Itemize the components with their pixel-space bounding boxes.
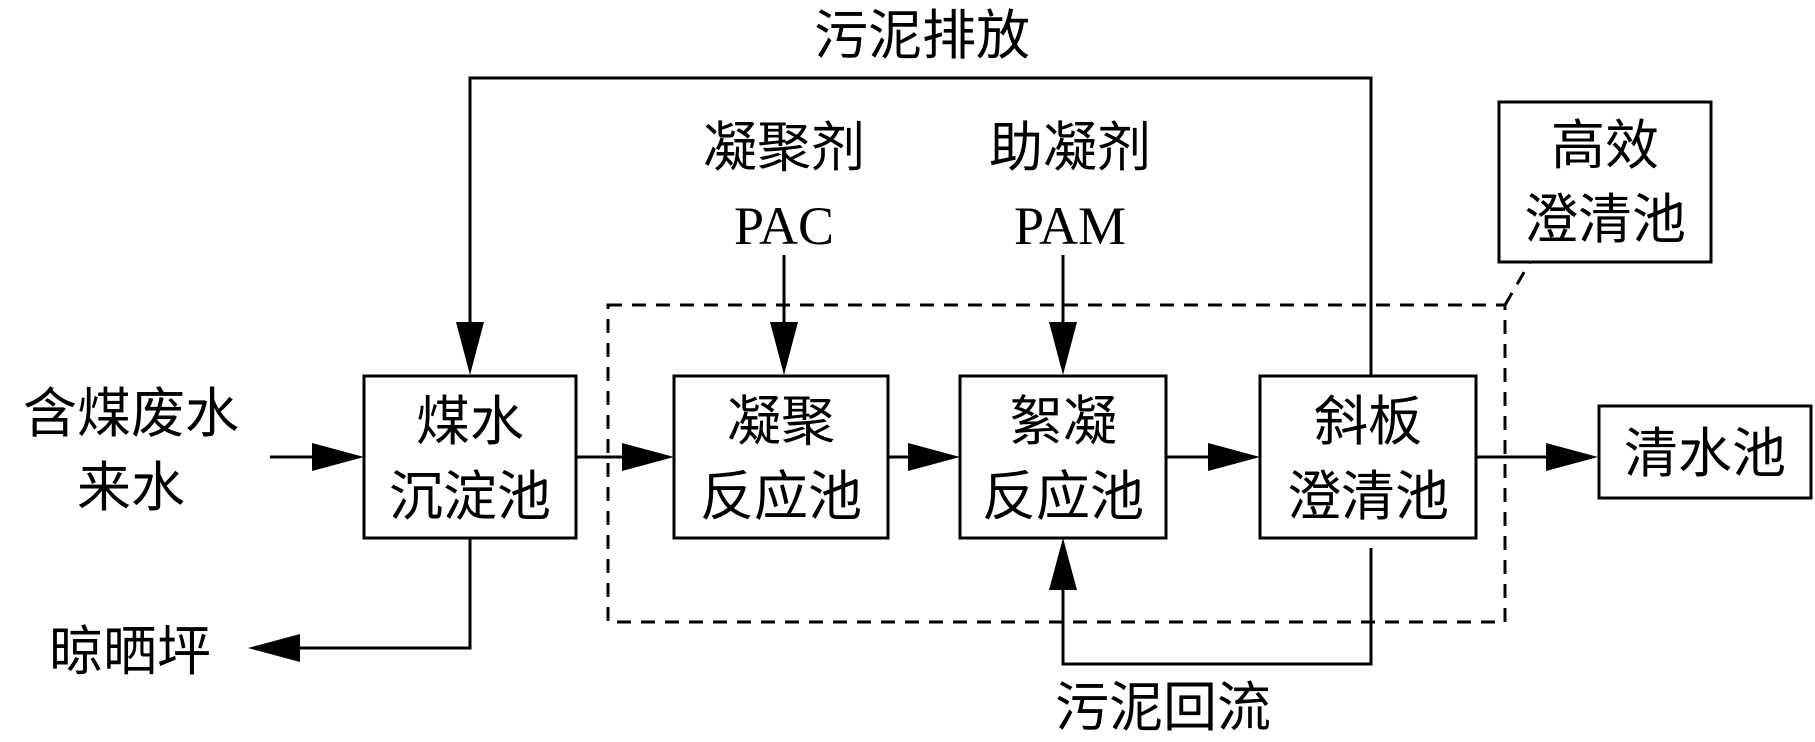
pam-dosing-arrowhead xyxy=(1049,322,1077,375)
sludge-discharge-arrowhead xyxy=(456,322,484,375)
clear-water-tank-label: 清水池 xyxy=(1624,422,1786,485)
clear-water-tank: 清水池 xyxy=(1597,404,1813,500)
coagulant-label: 凝聚剂 xyxy=(703,116,865,179)
sludge-return-arrowhead xyxy=(1049,538,1077,590)
flow-arrowhead-2 xyxy=(908,443,960,471)
drying-bed-label: 晾晒坪 xyxy=(49,620,211,683)
pac-dosing-arrowhead xyxy=(770,322,798,375)
clarifier-line1: 斜板 xyxy=(1314,390,1422,453)
drying-bed-arrowhead xyxy=(248,634,300,662)
flocculant-aid-label: 助凝剂 xyxy=(989,116,1151,179)
hec-line1: 高效 xyxy=(1551,114,1659,177)
coal-sedimentation-line1: 煤水 xyxy=(416,390,524,453)
clarifier-line2: 澄清池 xyxy=(1287,465,1449,528)
sludge-return-label: 污泥回流 xyxy=(1055,676,1271,739)
high-efficiency-clarifier-callout: 高效 澄清池 xyxy=(1497,100,1713,264)
inflow-label-line2: 来水 xyxy=(77,456,185,519)
coagulation-reaction-tank: 凝聚 反应池 xyxy=(672,374,890,540)
coal-sedimentation-line2: 沉淀池 xyxy=(389,465,551,528)
inflow-label-line1: 含煤废水 xyxy=(23,382,239,445)
flocculation-line2: 反应池 xyxy=(982,465,1144,528)
hec-leader-line xyxy=(1503,261,1532,306)
hec-boundary-dashed xyxy=(606,303,1507,624)
sludge-discharge-line xyxy=(468,76,1373,376)
inflow-arrowhead xyxy=(312,443,364,471)
flocculant-aid-code-label: PAM xyxy=(1014,196,1126,256)
flocculation-line1: 絮凝 xyxy=(1009,390,1117,453)
coal-sedimentation-tank: 煤水 沉淀池 xyxy=(362,374,578,540)
coagulation-line1: 凝聚 xyxy=(727,390,835,453)
coagulant-code-label: PAC xyxy=(734,196,834,256)
drying-bed-line xyxy=(300,538,472,650)
flow-arrowhead-1 xyxy=(622,443,674,471)
flow-arrowhead-3 xyxy=(1208,443,1260,471)
hec-line2: 澄清池 xyxy=(1524,188,1686,251)
sludge-return-line xyxy=(1061,548,1373,666)
inclined-plate-clarifier: 斜板 澄清池 xyxy=(1258,374,1478,540)
sludge-discharge-label: 污泥排放 xyxy=(814,4,1030,67)
flocculation-reaction-tank: 絮凝 反应池 xyxy=(958,374,1168,540)
flow-arrowhead-4 xyxy=(1546,443,1598,471)
coagulation-line2: 反应池 xyxy=(700,465,862,528)
